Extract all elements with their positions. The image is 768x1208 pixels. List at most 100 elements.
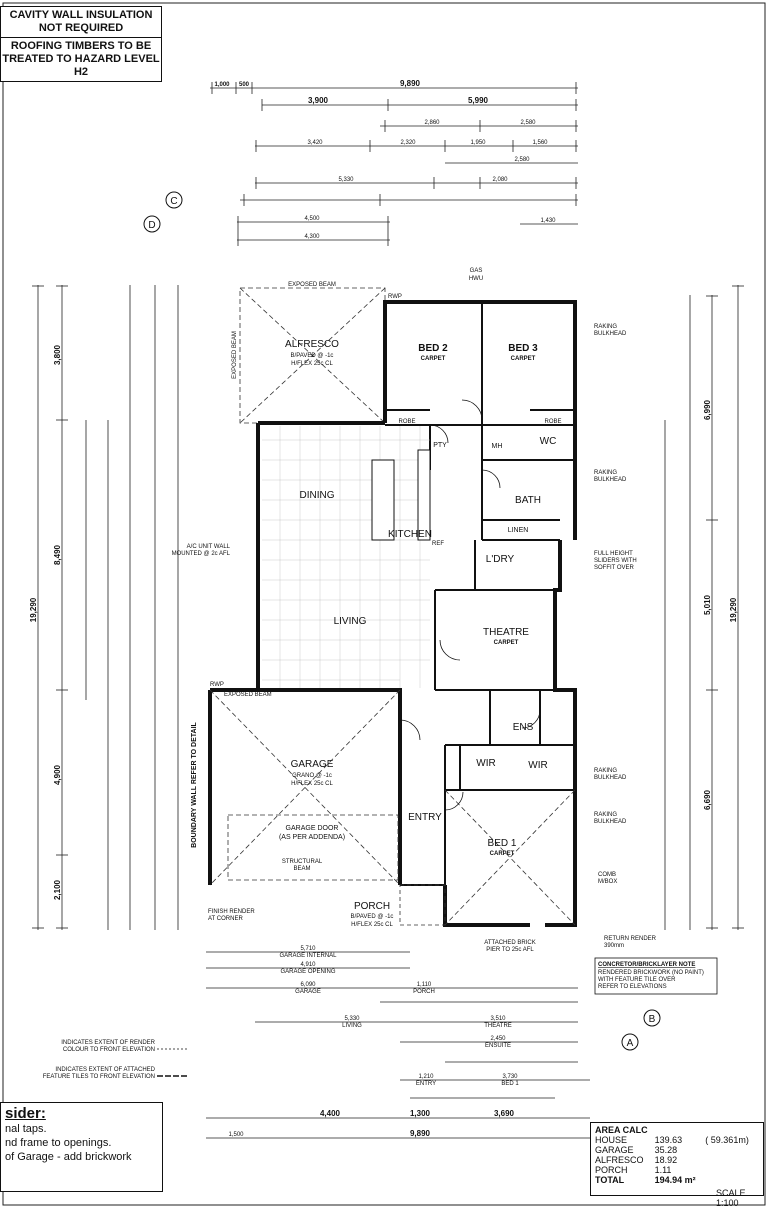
dim-b-theatre: 3,510 xyxy=(490,1016,506,1022)
porch-outline xyxy=(399,884,446,926)
section-a-label: A xyxy=(627,1038,634,1049)
dim-left-d2: 8,490 xyxy=(53,544,62,565)
bulkhead-4: BULKHEAD xyxy=(594,819,627,825)
area-name: HOUSE xyxy=(595,1135,628,1145)
dim-vw: 1,430 xyxy=(540,218,556,224)
dim-dining: 3,420 xyxy=(307,140,323,146)
mbox-label: M/BOX xyxy=(598,879,617,885)
dim-b-bed1: 3,730 xyxy=(502,1074,518,1080)
dim-alfresco: 4,500 xyxy=(304,216,320,222)
garage-sub1: GRANO @ -1c xyxy=(292,773,332,779)
dim-k2: 1,950 xyxy=(470,140,486,146)
area-total-label: TOTAL xyxy=(595,1175,625,1185)
full-height-label: FULL HEIGHT xyxy=(594,551,633,557)
dim-b: 5,990 xyxy=(468,96,489,105)
legend-render-2: COLOUR TO FRONT ELEVATION xyxy=(63,1047,155,1053)
consider-line-2: nd frame to openings. xyxy=(5,1137,112,1149)
pty-label: PTY xyxy=(433,442,447,449)
section-markers-ab: B A xyxy=(621,1009,661,1051)
room-entry: ENTRY xyxy=(408,812,442,823)
return-render: RETURN RENDER xyxy=(604,936,657,942)
dim-bed3: 2,580 xyxy=(520,120,536,126)
bottom-dimension-labels: 5,710 GARAGE INTERNAL 4,910 GARAGE OPENI… xyxy=(279,946,519,1087)
rwp-top: RWP xyxy=(388,294,402,300)
porch-sub2: H/FLEX 25c CL xyxy=(351,922,393,928)
room-bed1: BED 1 xyxy=(488,838,517,849)
boundary-wall-label: BOUNDARY WALL REFER TO DETAIL xyxy=(191,721,198,847)
dim-b-bed1-lbl: BED 1 xyxy=(501,1081,519,1087)
dim-right-r2: 5,010 xyxy=(703,594,712,615)
room-theatre: THEATRE xyxy=(483,627,529,638)
dim-b-entry: 1,210 xyxy=(418,1074,434,1080)
room-labels: ALFRESCO B/PAVED @ -1c H/FLEX 25c CL BED… xyxy=(279,339,562,928)
porch-sub1: B/PAVED @ -1c xyxy=(351,914,394,920)
consider-line-3: of Garage - add brickwork xyxy=(5,1151,132,1163)
consider-line-1: nal taps. xyxy=(5,1123,47,1135)
structural-beam-sub: BEAM xyxy=(293,866,310,872)
room-wir-1: WIR xyxy=(476,758,495,769)
bed2-carpet: CARPET xyxy=(421,356,446,362)
room-kitchen: KITCHEN xyxy=(388,529,432,540)
room-bed3: BED 3 xyxy=(508,343,538,354)
robe-bed3: ROBE xyxy=(544,419,561,425)
dim-b-left: 1,500 xyxy=(228,1132,244,1138)
dim-kitchen: 2,320 xyxy=(400,140,416,146)
dim-left-overall: 19,290 xyxy=(29,597,38,622)
door-swings xyxy=(399,399,541,811)
area-extra xyxy=(705,1145,759,1155)
garage-door-sub: (AS PER ADDENDA) xyxy=(279,834,345,841)
area-calc-title: AREA CALC xyxy=(595,1125,648,1135)
dim-right-r1: 6,990 xyxy=(703,399,712,420)
robe-bed2: ROBE xyxy=(398,419,415,425)
dim-garage: 6,090 xyxy=(300,982,316,988)
dim-b-overall: 9,890 xyxy=(410,1129,431,1138)
legend: INDICATES EXTENT OF RENDER COLOUR TO FRO… xyxy=(43,1040,188,1080)
dim-top-left2: 500 xyxy=(239,82,250,88)
section-c-label: C xyxy=(170,196,177,207)
dim-top-left: 1,000 xyxy=(214,82,230,88)
gas-label: GAS xyxy=(470,268,483,274)
area-extra xyxy=(705,1165,759,1175)
section-b-label: B xyxy=(649,1014,656,1025)
roofing-note: ROOFING TIMBERS TO BE TREATED TO HAZARD … xyxy=(1,37,161,81)
rwp-garage: RWP xyxy=(210,682,224,688)
area-name: PORCH xyxy=(595,1165,628,1175)
left-dimension-lines xyxy=(32,285,179,930)
bed3-carpet: CARPET xyxy=(511,356,536,362)
alfresco-sub1: B/PAVED @ -1c xyxy=(291,353,334,359)
bed1-outline xyxy=(444,789,576,926)
legend-tiles-2: FEATURE TILES TO FRONT ELEVATION xyxy=(43,1074,155,1080)
dim-b-ensuite: 2,450 xyxy=(490,1036,506,1042)
notes-box: CAVITY WALL INSULATION NOT REQUIRED ROOF… xyxy=(0,6,162,82)
dim-b-d1: 4,400 xyxy=(320,1109,341,1118)
dim-b-d2: 1,300 xyxy=(410,1109,431,1118)
area-name: GARAGE xyxy=(595,1145,634,1155)
dim-bed2: 2,860 xyxy=(424,120,440,126)
dim-garage-internal-lbl: GARAGE INTERNAL xyxy=(279,953,337,959)
bulkhead-2: BULKHEAD xyxy=(594,477,627,483)
section-d-label: D xyxy=(148,220,155,231)
bottom-dimension-lines xyxy=(206,951,590,1139)
room-ldry: L'DRY xyxy=(486,554,515,565)
dim-overall-top: 9,890 xyxy=(400,79,421,88)
garage-outline xyxy=(209,689,401,886)
internal-walls xyxy=(385,302,575,886)
ac-unit-label: A/C UNIT WALL xyxy=(187,544,231,550)
dim-garage-internal: 5,710 xyxy=(300,946,316,952)
comb-label: COMB xyxy=(598,872,616,878)
dim-wc: 1,560 xyxy=(532,140,548,146)
garage-sub2: H/FLEX 25c CL xyxy=(291,781,333,787)
room-garage: GARAGE xyxy=(291,759,334,770)
ac-unit-sub: MOUNTED @ 2c AFL xyxy=(172,551,231,557)
garage-door-label: GARAGE DOOR xyxy=(286,825,339,832)
concretor-l1: RENDERED BRICKWORK (NO PAINT) xyxy=(598,970,704,976)
legend-tiles-1: INDICATES EXTENT OF ATTACHED xyxy=(55,1067,155,1073)
concretor-l3: REFER TO ELEVATIONS xyxy=(598,984,667,990)
area-name: ALFRESCO xyxy=(595,1155,644,1165)
raking-2: RAKING xyxy=(594,470,617,476)
